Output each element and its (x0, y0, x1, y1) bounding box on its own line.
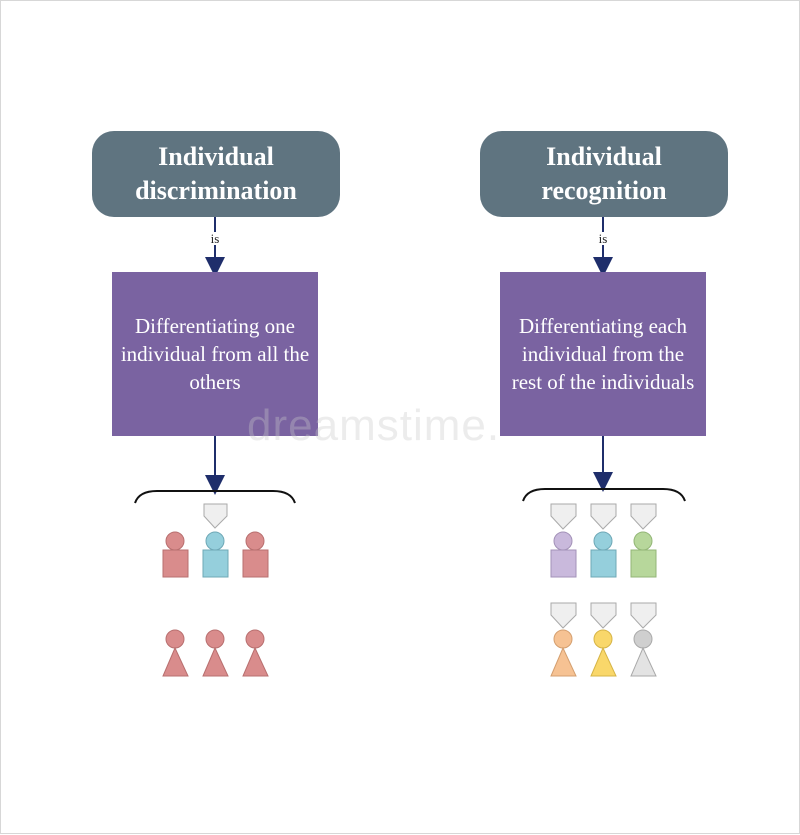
left-figure-1-icon (162, 531, 189, 578)
right-title-line-2: recognition (541, 176, 667, 205)
right-figure-1-icon (550, 531, 577, 578)
left-title-line-2: discrimination (135, 176, 297, 205)
right-description-text: Differentiating each individual from the… (511, 314, 695, 394)
left-figure-5-icon (202, 629, 229, 677)
right-figure-5-icon (590, 629, 617, 677)
left-figure-2-icon (202, 531, 229, 578)
left-figure-4-icon (162, 629, 189, 677)
right-figure-3-icon (630, 531, 657, 578)
left-title-line-1: Individual (158, 142, 274, 171)
right-title-box: Individual recognition (480, 131, 728, 217)
right-tags-row-1-icon (550, 503, 657, 530)
right-connector-label: is (591, 232, 615, 245)
left-description-text: Differentiating one individual from all … (120, 314, 310, 394)
left-connector-label: is (203, 232, 227, 245)
right-title-line-1: Individual (546, 142, 662, 171)
left-figure-6-icon (242, 629, 269, 677)
right-description-box: Differentiating each individual from the… (500, 272, 706, 436)
left-figure-3-icon (242, 531, 269, 578)
right-tags-row-2-icon (550, 602, 657, 629)
left-tag-icon (203, 503, 228, 529)
right-figure-4-icon (550, 629, 577, 677)
right-figure-2-icon (590, 531, 617, 578)
left-title-box: Individual discrimination (92, 131, 340, 217)
watermark: dreamstime. (247, 401, 501, 450)
right-figure-6-icon (630, 629, 657, 677)
left-brace (134, 490, 296, 504)
left-description-box: Differentiating one individual from all … (112, 272, 318, 436)
right-brace (522, 488, 686, 502)
